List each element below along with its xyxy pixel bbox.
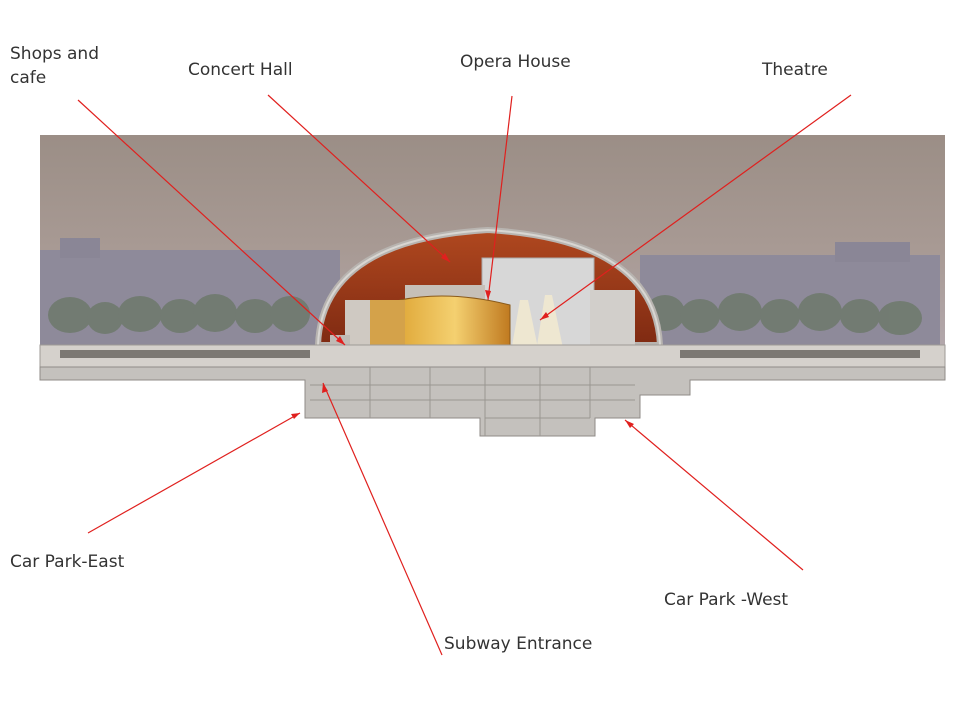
- pointer-opera-house: [487, 95, 513, 301]
- pointer-car-park-east: [87, 412, 301, 534]
- arrowhead-subway-entrance: [322, 383, 328, 393]
- underground-car-park: [39, 366, 946, 437]
- pointer-concert-hall: [267, 94, 451, 263]
- shops-and-cafe-label: Shops and cafe: [10, 42, 130, 90]
- arrowhead-opera-house: [485, 290, 491, 300]
- car-park-east-label: Car Park-East: [10, 552, 125, 572]
- arrowhead-shops: [336, 336, 345, 345]
- theatre-label: Theatre: [762, 60, 828, 80]
- pointer-theatre: [539, 94, 852, 321]
- pointer-car-park-west: [624, 419, 804, 571]
- pointer-shops: [77, 99, 346, 346]
- dome-frame: [317, 228, 661, 346]
- opera-house-label: Opera House: [460, 52, 571, 72]
- shops-label-line2: cafe: [10, 68, 47, 88]
- arrowhead-theatre: [540, 312, 549, 320]
- left-tower: [60, 238, 100, 258]
- concert-hall-block: [370, 300, 405, 350]
- shops-label-line1: Shops and: [10, 44, 100, 64]
- arrowhead-concert-hall: [441, 253, 450, 262]
- car-park-west-label: Car Park -West: [664, 590, 789, 610]
- car-park-structure-lines: [310, 367, 635, 436]
- trees-left: [48, 294, 310, 334]
- concert-hall-label: Concert Hall: [188, 60, 293, 80]
- pointer-lines: [77, 94, 852, 656]
- illustration: [39, 135, 946, 437]
- right-tower: [835, 242, 910, 262]
- pointer-subway-entrance: [322, 382, 443, 656]
- pointer-arrowheads: [291, 253, 634, 428]
- subway-entrance-label: Subway Entrance: [444, 634, 593, 654]
- arrowhead-car-park-east: [291, 413, 300, 419]
- ground-windows: [60, 350, 920, 358]
- arrowhead-car-park-west: [625, 420, 634, 428]
- theatre-spotlights: [510, 295, 565, 358]
